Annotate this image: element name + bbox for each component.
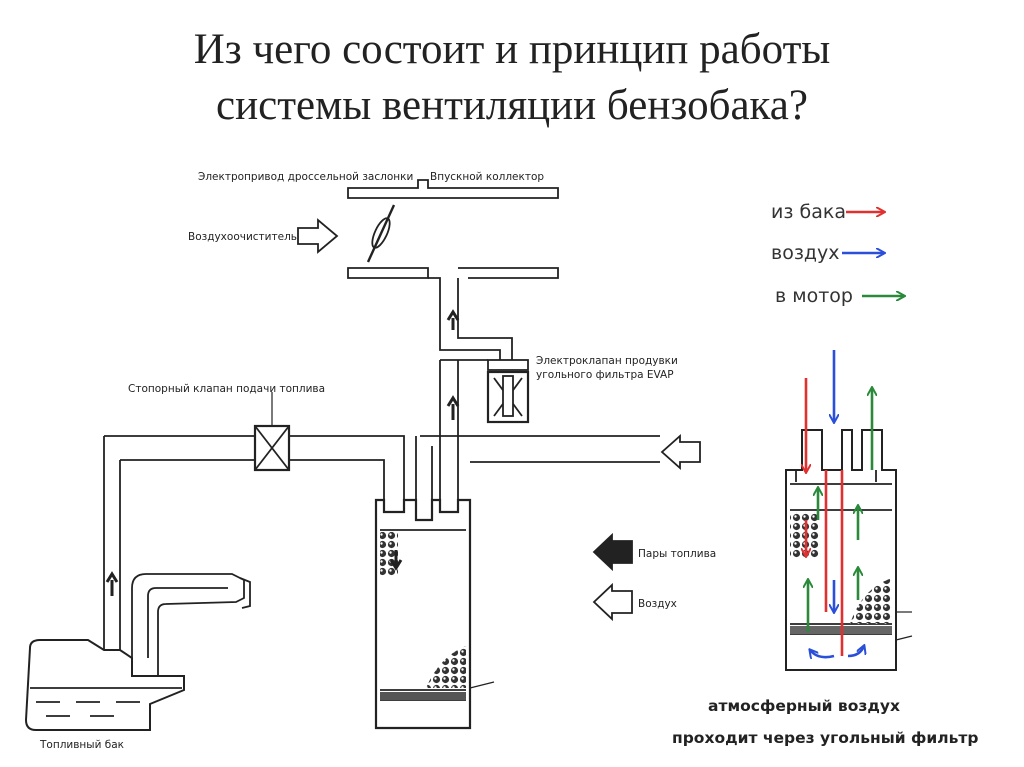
label-air-cleaner: Воздухоочиститель xyxy=(188,231,297,243)
title-line-1: Из чего состоит и принцип работы xyxy=(193,26,831,73)
blue-arrow-bottom-right xyxy=(847,646,864,658)
blue-arrow-bottom-left xyxy=(810,650,835,657)
atmosphere-line xyxy=(415,435,660,500)
flow-arrows xyxy=(806,350,872,657)
intake-manifold-top xyxy=(347,179,559,199)
label-intake-manifold: Впускной коллектор xyxy=(430,171,544,183)
legend: из бака воздух в мотор xyxy=(771,201,904,307)
purge-line-upper xyxy=(428,277,513,360)
evap-purge-valve xyxy=(486,359,530,424)
label-evap-valve-2: угольного фильтра EVAP xyxy=(536,369,674,381)
schematic xyxy=(24,179,701,731)
throttle-valve xyxy=(366,204,396,263)
atmosphere-arrow xyxy=(660,433,701,471)
label-fuel-tank: Топливный бак xyxy=(39,739,124,751)
legend-from-tank: из бака xyxy=(771,201,846,223)
legend-to-engine: в мотор xyxy=(775,285,853,307)
vapors-arrow-icon xyxy=(592,532,633,572)
charcoal-canister xyxy=(374,498,495,730)
label-throttle-actuator: Электропривод дроссельной заслонки xyxy=(198,171,413,183)
air-arrow-icon xyxy=(592,582,633,622)
fuel-tank xyxy=(24,573,251,731)
legend-air: воздух xyxy=(771,242,840,264)
label-evap-valve-1: Электроклапан продувки xyxy=(536,355,678,367)
title-line-2: системы вентиляции бензобака? xyxy=(216,82,808,129)
label-air: Воздух xyxy=(638,598,677,610)
flow-arrow-2 xyxy=(446,395,460,420)
caption-line-1: атмосферный воздух xyxy=(708,697,900,715)
flow-arrow-1 xyxy=(446,309,460,330)
purge-line-lower xyxy=(439,360,459,500)
vapor-line xyxy=(104,435,405,500)
fuel-shutoff-valve xyxy=(253,392,291,472)
flow-arrow-3 xyxy=(105,571,119,596)
slide-title: Из чего состоит и принцип работы системы… xyxy=(0,22,1024,134)
label-fuel-vapors: Пары топлива xyxy=(638,548,716,560)
air-cleaner-arrow xyxy=(297,218,339,254)
label-fuel-shutoff-valve: Стопорный клапан подачи топлива xyxy=(128,383,325,395)
caption-line-2: проходит через угольный фильтр xyxy=(672,729,978,747)
intake-manifold-lower xyxy=(347,267,559,279)
